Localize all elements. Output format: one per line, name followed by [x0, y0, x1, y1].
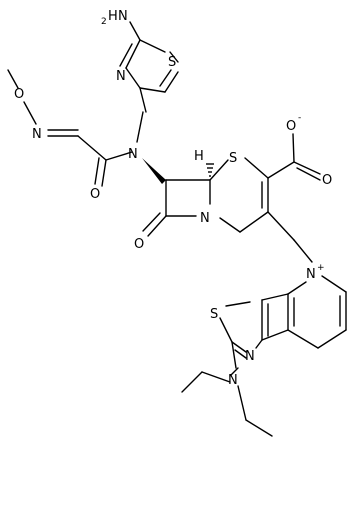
bond	[23, 101, 37, 125]
bond	[101, 159, 107, 187]
bond	[77, 135, 107, 161]
bond	[293, 161, 321, 175]
carboxylate-o2-label: O	[322, 173, 332, 188]
ring-n-label: N	[200, 211, 210, 226]
oxime-n-label: N	[32, 127, 42, 142]
fused-n-label: N	[245, 349, 255, 364]
bond	[147, 215, 167, 237]
bond	[139, 87, 166, 93]
thiazole-s-label: S	[168, 55, 176, 70]
thiazole-n-label: N	[116, 69, 126, 84]
carboxylate-charge-label: -	[298, 113, 301, 123]
bond	[139, 39, 166, 53]
bond	[229, 367, 239, 377]
betalactam-o-label: O	[134, 237, 144, 252]
bond	[209, 159, 229, 181]
bond	[129, 21, 141, 41]
nh2-h-label: H	[108, 9, 118, 24]
hash-bond	[206, 163, 214, 177]
fused-s-label: S	[210, 307, 218, 322]
oxime-o-label: O	[14, 87, 24, 102]
bond	[159, 69, 172, 87]
bond	[321, 275, 347, 293]
nh2-n-label: N	[118, 9, 128, 24]
bond	[261, 293, 289, 301]
bond	[7, 69, 19, 89]
bond	[255, 339, 263, 349]
bonds	[7, 21, 347, 437]
bond	[169, 51, 179, 63]
bond	[267, 161, 295, 179]
stereo-h-label: H	[194, 149, 204, 164]
bond	[317, 329, 347, 349]
bond	[245, 419, 273, 437]
bond	[287, 281, 307, 295]
bond	[142, 212, 161, 232]
bond	[105, 151, 133, 161]
bond	[219, 217, 241, 233]
pyridinium-charge-label: +	[317, 263, 325, 273]
bond	[234, 349, 247, 359]
bond	[237, 385, 247, 421]
amide-n-label: N	[128, 147, 138, 162]
bond	[119, 43, 133, 67]
bond	[292, 133, 295, 163]
atom-labels: N H 2 N S N O N O O N S H O - O N + S N …	[14, 9, 332, 388]
bond	[94, 157, 100, 185]
bond	[164, 71, 179, 93]
bond	[293, 239, 313, 263]
bond	[261, 329, 289, 341]
bond	[125, 67, 141, 89]
carboxylate-o1-label: O	[286, 119, 296, 134]
bond	[201, 371, 231, 383]
bond	[244, 157, 269, 179]
nh2-sub-label: 2	[101, 17, 107, 27]
bond	[125, 39, 141, 69]
ring-s-label: S	[229, 151, 237, 166]
pyridinium-n-label: N	[306, 267, 316, 282]
bond	[181, 371, 203, 393]
bond	[225, 301, 251, 307]
diethyl-n-label: N	[228, 373, 238, 388]
wedge-bond	[142, 158, 166, 184]
bond	[239, 211, 269, 233]
bond	[287, 329, 319, 349]
bond	[231, 341, 247, 353]
bond	[267, 211, 295, 241]
bond	[219, 317, 233, 343]
bond	[231, 341, 237, 369]
bond	[136, 111, 144, 143]
bond	[296, 167, 321, 181]
amide-o-label: O	[90, 187, 100, 202]
bond	[139, 87, 147, 113]
